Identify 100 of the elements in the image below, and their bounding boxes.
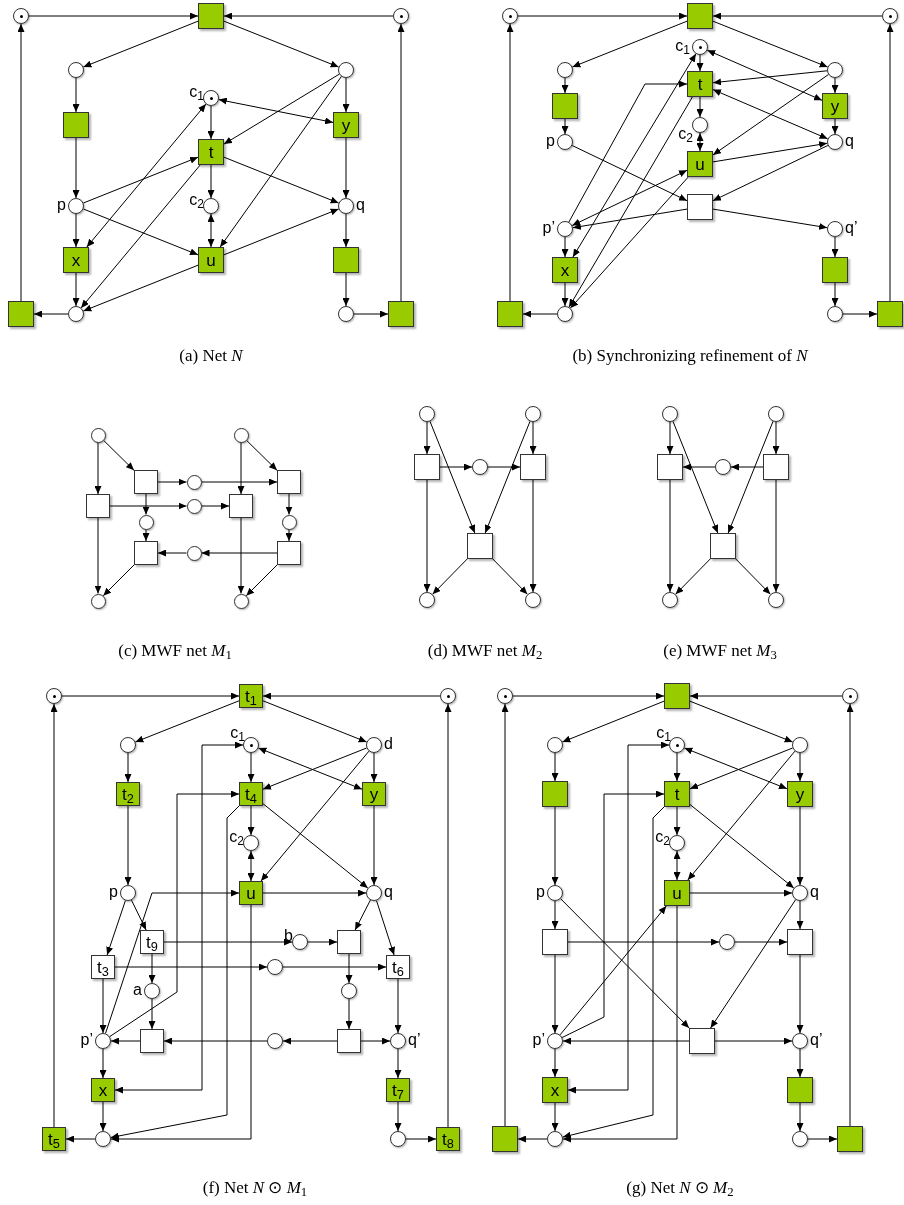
arrow	[559, 905, 667, 1036]
arrow	[562, 1037, 690, 1045]
transition-box: t$_{2}$	[116, 782, 140, 806]
arrow	[342, 272, 350, 307]
place-label: q	[384, 884, 393, 901]
double-headed-arrow	[572, 53, 697, 258]
arrow	[148, 998, 156, 1030]
arrow	[484, 420, 531, 534]
arrow	[561, 236, 569, 258]
transition-box: t$_{9}$	[140, 930, 164, 954]
arrow	[831, 236, 839, 258]
arrow	[501, 703, 509, 1127]
arrow	[487, 463, 521, 471]
transition-box	[140, 1029, 164, 1053]
arrow	[551, 806, 559, 886]
transition-box	[277, 470, 301, 494]
transition-box	[664, 683, 690, 709]
arrow	[345, 953, 353, 984]
arrow	[106, 900, 126, 956]
arrow	[712, 141, 828, 163]
arrow	[423, 479, 431, 593]
arrow	[342, 77, 350, 113]
arrow	[110, 1037, 141, 1045]
arrow	[429, 420, 476, 534]
arrow	[796, 1102, 804, 1132]
arrow	[102, 564, 135, 597]
arrow	[376, 900, 395, 956]
place-label: p	[536, 884, 545, 901]
caption: (a) Net N	[179, 346, 243, 364]
arrow	[714, 1037, 793, 1045]
arrow	[262, 889, 367, 897]
arrow	[353, 310, 389, 318]
arrow	[110, 805, 240, 1140]
arrow	[219, 76, 342, 248]
arrow	[342, 213, 350, 248]
place-label: c$_{1}$	[656, 725, 671, 741]
arrow	[672, 420, 719, 534]
transition-box	[388, 301, 414, 327]
transition-box: t	[687, 71, 713, 97]
arrow	[223, 20, 340, 68]
transition-box	[657, 454, 683, 480]
arrow	[561, 790, 665, 1038]
arrow	[689, 692, 843, 700]
transition-box: y	[787, 781, 813, 807]
arrow	[666, 421, 674, 455]
arrow	[772, 479, 780, 593]
arrow	[562, 806, 665, 1139]
place-label: p	[546, 133, 555, 150]
place-label: c$_{1}$	[675, 38, 690, 55]
arrow	[405, 1135, 437, 1143]
arrow	[247, 805, 255, 836]
arrow	[569, 176, 689, 309]
arrow	[245, 439, 278, 471]
arrow	[262, 692, 441, 700]
place-label: q’	[810, 1032, 823, 1049]
arrow	[99, 1101, 107, 1132]
arrow	[223, 12, 394, 20]
arrow	[82, 20, 199, 68]
transition-box: u	[198, 247, 224, 273]
transition-box: t$_{8}$	[436, 1127, 460, 1151]
arrow	[157, 478, 187, 486]
arrow	[796, 954, 804, 1034]
transition-box	[520, 454, 546, 480]
arrow	[109, 790, 240, 1038]
arrow	[842, 310, 878, 318]
place-label: c$_{2}$	[189, 192, 204, 208]
arrow	[370, 805, 378, 886]
place-label: q’	[845, 220, 858, 237]
transition-box	[337, 1029, 361, 1053]
arrow	[394, 1101, 402, 1132]
arrow	[142, 493, 150, 515]
transition-box: u	[664, 880, 690, 906]
place-label: q	[810, 884, 819, 901]
arrow	[148, 953, 156, 984]
place-label: q’	[408, 1032, 421, 1049]
transition-box	[787, 1077, 813, 1103]
arrow	[262, 700, 368, 743]
arrow	[551, 900, 559, 930]
transition-box: y	[822, 93, 848, 119]
arrow	[110, 904, 252, 1143]
arrow	[807, 1135, 838, 1143]
arrow	[72, 213, 80, 248]
arrow	[50, 703, 58, 1128]
transition-box	[414, 454, 440, 480]
arrow	[124, 805, 132, 886]
arrow	[522, 310, 558, 318]
arrow	[94, 442, 102, 495]
arrow	[360, 1037, 391, 1045]
arrow	[712, 70, 828, 86]
transition-box: y	[362, 782, 386, 806]
arrow	[796, 1048, 804, 1078]
arrow	[517, 12, 688, 20]
place-label: p’	[80, 1032, 93, 1049]
double-headed-arrow	[86, 103, 207, 248]
transition-box: t$_{3}$	[91, 955, 115, 979]
arrow	[710, 899, 797, 1029]
arrow	[673, 806, 681, 836]
arrow	[712, 208, 828, 230]
place-label: b	[284, 928, 293, 944]
arrow	[282, 963, 387, 971]
